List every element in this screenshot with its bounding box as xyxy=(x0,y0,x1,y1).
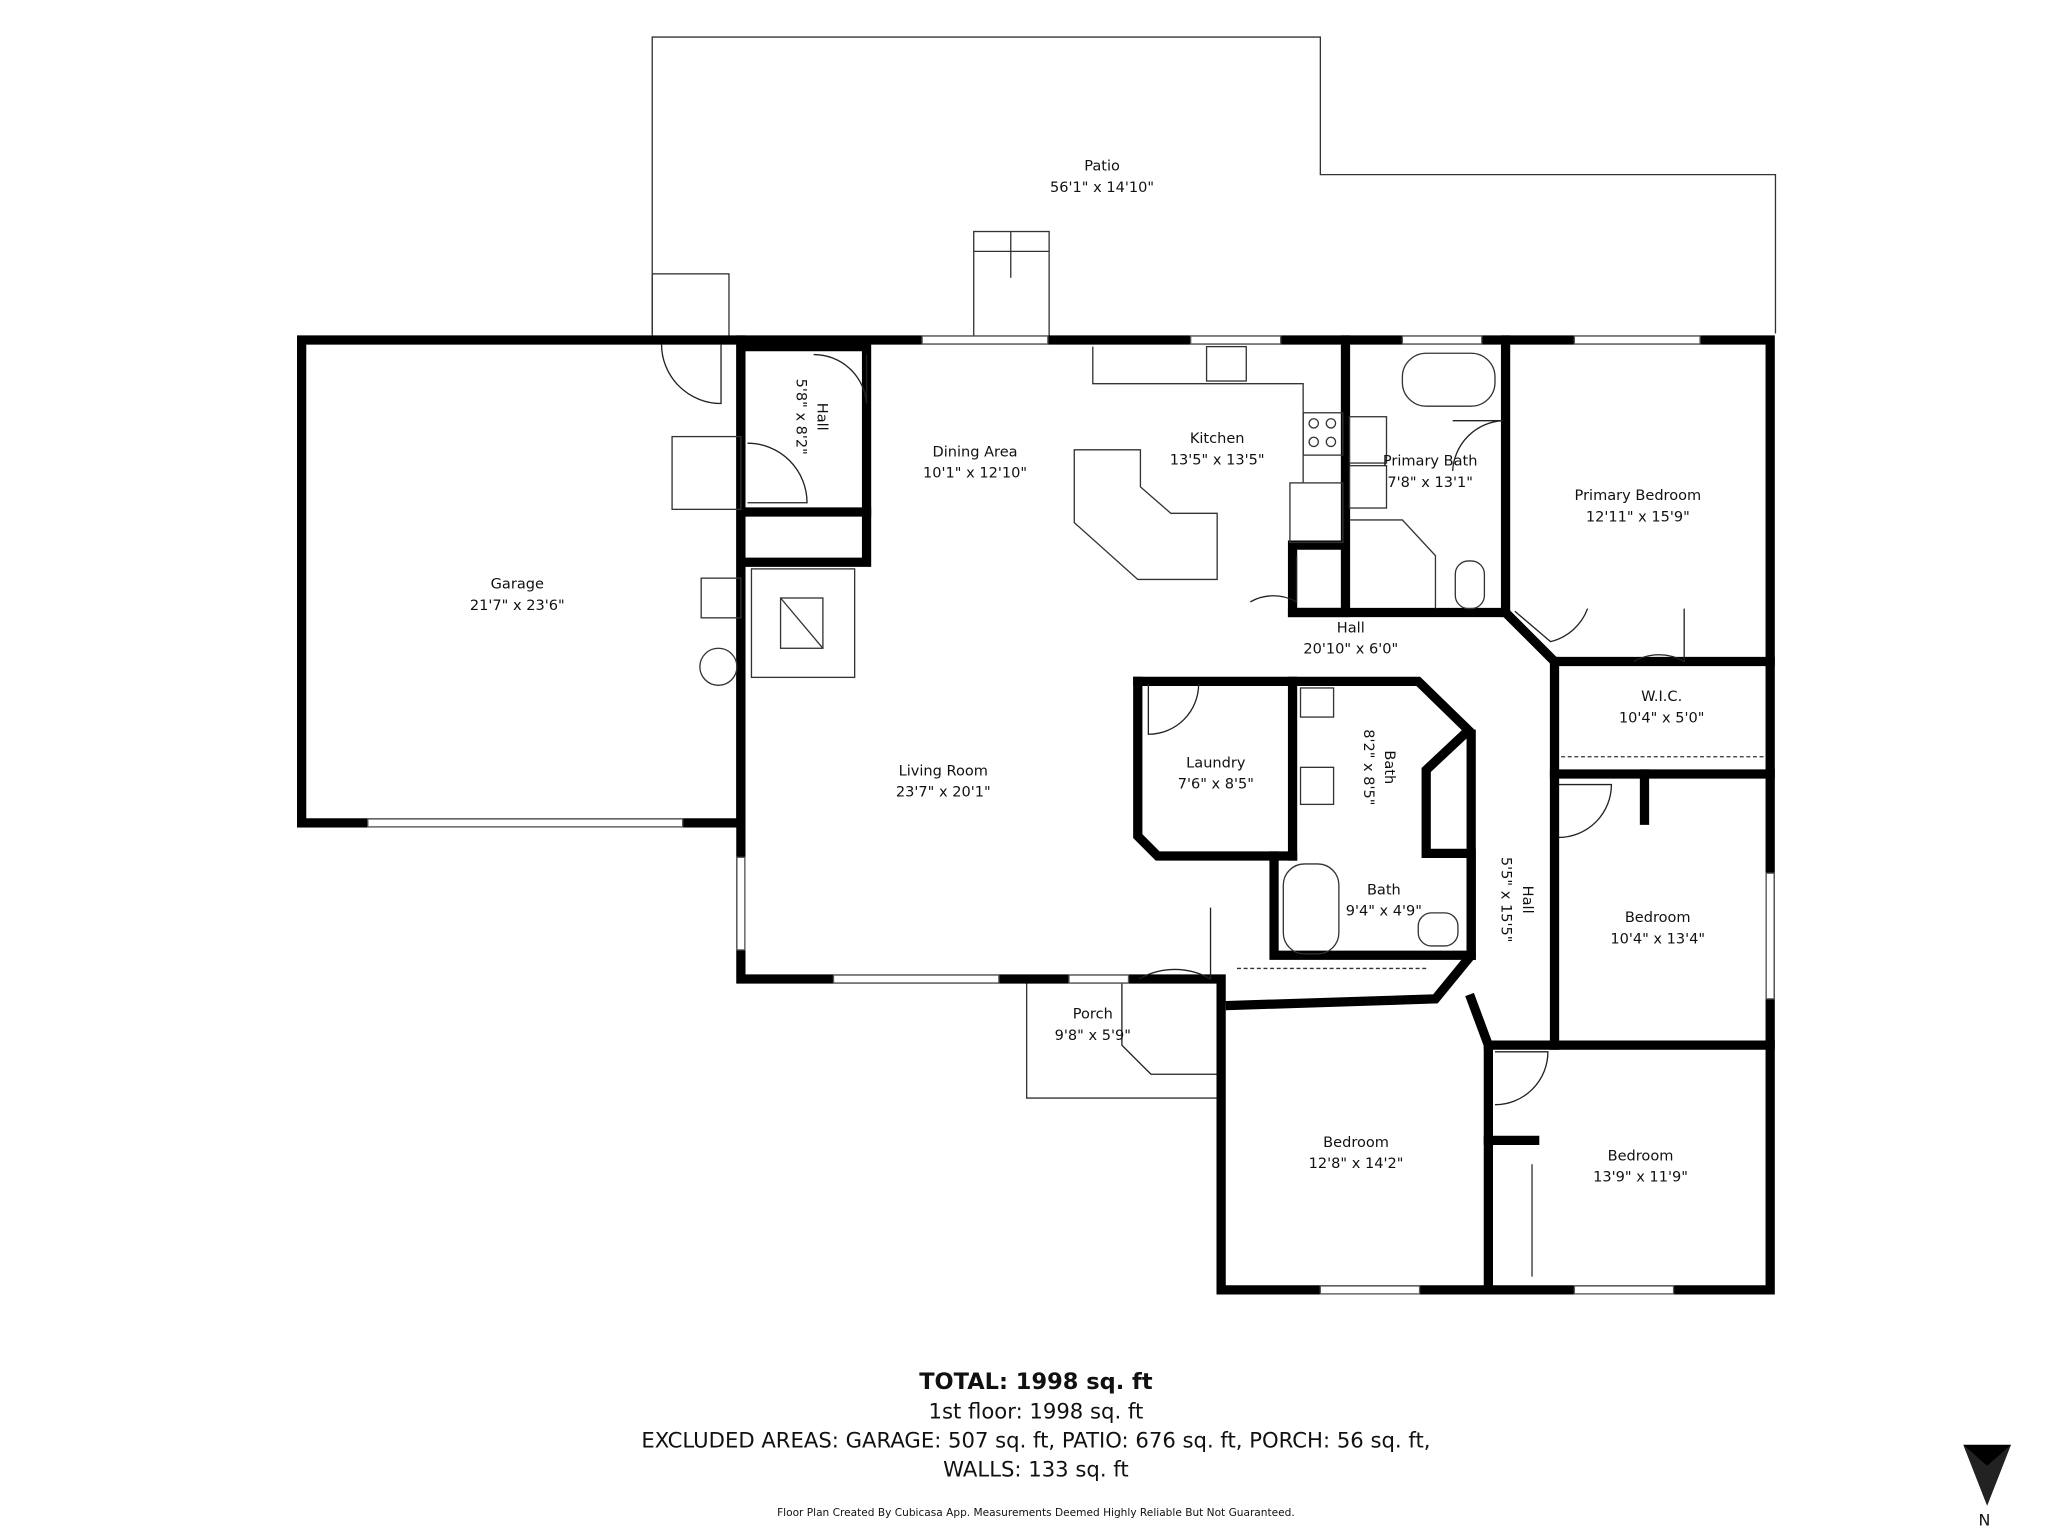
svg-text:Kitchen: Kitchen xyxy=(1190,430,1245,447)
north-arrow-icon: N xyxy=(1963,1444,2011,1529)
windows xyxy=(367,335,1775,1295)
svg-text:10'4" x 13'4": 10'4" x 13'4" xyxy=(1610,930,1705,947)
room-patio: Patio 56'1" x 14'10" xyxy=(1050,158,1154,196)
svg-text:Hall: Hall xyxy=(814,403,831,431)
svg-text:Primary Bedroom: Primary Bedroom xyxy=(1575,487,1702,504)
room-hall-small: Hall 5'8" x 8'2" xyxy=(792,379,830,455)
room-bedroom-2: Bedroom 12'8" x 14'2" xyxy=(1309,1134,1404,1172)
svg-text:12'11" x 15'9": 12'11" x 15'9" xyxy=(1586,508,1690,525)
disclaimer: Floor Plan Created By Cubicasa App. Meas… xyxy=(777,1507,1295,1519)
svg-text:Bedroom: Bedroom xyxy=(1608,1147,1674,1164)
svg-text:7'8" x 13'1": 7'8" x 13'1" xyxy=(1387,474,1473,491)
room-primary-bedroom: Primary Bedroom 12'11" x 15'9" xyxy=(1575,487,1702,525)
room-bath-2: Bath 9'4" x 4'9" xyxy=(1346,881,1422,919)
svg-text:Primary Bath: Primary Bath xyxy=(1383,453,1478,470)
svg-text:Bath: Bath xyxy=(1381,750,1398,784)
floor-area: 1st floor: 1998 sq. ft xyxy=(929,1398,1144,1423)
room-dining-area: Dining Area 10'1" x 12'10" xyxy=(923,443,1027,481)
svg-text:Dining Area: Dining Area xyxy=(933,443,1018,460)
walls-area: WALLS: 133 sq. ft xyxy=(943,1456,1128,1481)
room-kitchen: Kitchen 13'5" x 13'5" xyxy=(1170,430,1265,468)
svg-text:56'1" x 14'10": 56'1" x 14'10" xyxy=(1050,179,1154,196)
svg-text:13'9" x 11'9": 13'9" x 11'9" xyxy=(1593,1168,1688,1185)
area-summary: TOTAL: 1998 sq. ft 1st floor: 1998 sq. f… xyxy=(641,1369,1430,1519)
svg-text:9'4" x 4'9": 9'4" x 4'9" xyxy=(1346,903,1422,920)
room-porch: Porch 9'8" x 5'9" xyxy=(1055,1006,1131,1044)
room-living-room: Living Room 23'7" x 20'1" xyxy=(896,762,991,800)
svg-text:Garage: Garage xyxy=(491,576,544,593)
room-wic: W.I.C. 10'4" x 5'0" xyxy=(1619,688,1705,726)
svg-text:23'7" x 20'1": 23'7" x 20'1" xyxy=(896,783,991,800)
svg-text:20'10" x 6'0": 20'10" x 6'0" xyxy=(1303,641,1398,658)
svg-text:5'5" x 15'5": 5'5" x 15'5" xyxy=(1498,857,1515,943)
svg-text:Laundry: Laundry xyxy=(1186,754,1246,771)
porch-outline xyxy=(1025,981,1222,1099)
svg-text:Bedroom: Bedroom xyxy=(1323,1134,1389,1151)
svg-text:13'5" x 13'5": 13'5" x 13'5" xyxy=(1170,451,1265,468)
svg-text:W.I.C.: W.I.C. xyxy=(1641,688,1682,705)
svg-text:Bath: Bath xyxy=(1367,881,1401,898)
room-bedroom-3: Bedroom 13'9" x 11'9" xyxy=(1593,1147,1688,1185)
svg-text:10'1" x 12'10": 10'1" x 12'10" xyxy=(923,465,1027,482)
svg-text:10'4" x 5'0": 10'4" x 5'0" xyxy=(1619,709,1705,726)
doors xyxy=(660,343,1685,1106)
room-garage: Garage 21'7" x 23'6" xyxy=(470,576,565,614)
compass-label: N xyxy=(1979,1510,1991,1529)
room-hall-main: Hall 20'10" x 6'0" xyxy=(1303,619,1398,657)
svg-text:12'8" x 14'2": 12'8" x 14'2" xyxy=(1309,1155,1404,1172)
svg-text:21'7" x 23'6": 21'7" x 23'6" xyxy=(470,597,565,614)
svg-text:Hall: Hall xyxy=(1337,619,1365,636)
fixtures xyxy=(671,345,1767,1277)
svg-text:Porch: Porch xyxy=(1073,1006,1113,1023)
room-primary-bath: Primary Bath 7'8" x 13'1" xyxy=(1383,453,1478,491)
excluded-areas: EXCLUDED AREAS: GARAGE: 507 sq. ft, PATI… xyxy=(641,1427,1430,1452)
svg-text:Hall: Hall xyxy=(1519,886,1536,914)
svg-text:Living Room: Living Room xyxy=(899,762,988,779)
svg-text:Patio: Patio xyxy=(1084,158,1120,175)
total-area: TOTAL: 1998 sq. ft xyxy=(919,1369,1153,1395)
svg-text:5'8" x 8'2": 5'8" x 8'2" xyxy=(792,379,809,455)
room-laundry: Laundry 7'6" x 8'5" xyxy=(1178,754,1254,792)
walls xyxy=(297,335,1775,1295)
svg-text:Bedroom: Bedroom xyxy=(1625,909,1691,926)
patio-outline xyxy=(651,36,1777,339)
svg-text:9'8" x 5'9": 9'8" x 5'9" xyxy=(1055,1027,1131,1044)
svg-text:7'6" x 8'5": 7'6" x 8'5" xyxy=(1178,776,1254,793)
svg-text:8'2" x 8'5": 8'2" x 8'5" xyxy=(1360,729,1377,805)
room-bedroom-1: Bedroom 10'4" x 13'4" xyxy=(1610,909,1705,947)
